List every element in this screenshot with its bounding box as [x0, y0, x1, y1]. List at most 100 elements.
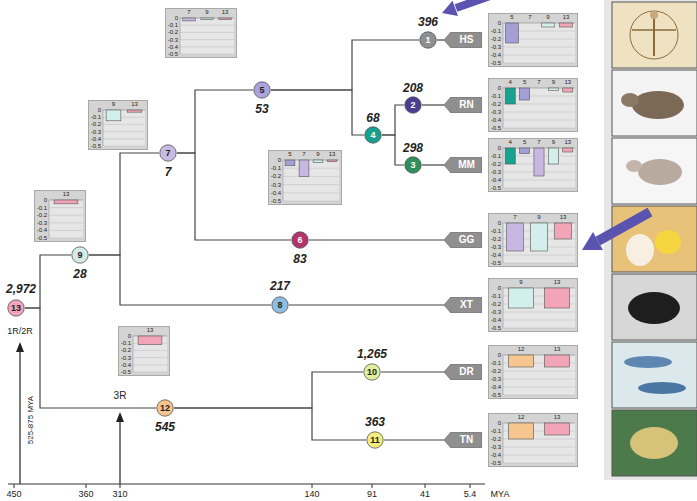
bar-label: 4 [509, 139, 512, 145]
bar-label: 5 [510, 14, 513, 20]
bar-label: 9 [552, 139, 555, 145]
axis-line [503, 355, 504, 395]
bar-label: 7 [187, 9, 190, 15]
duplication-arrow [19, 350, 20, 484]
node-number: 8 [277, 301, 282, 310]
photo-column [604, 0, 697, 480]
gridline [49, 238, 83, 239]
vitruvian-circle [630, 11, 678, 59]
species-tag [444, 297, 482, 313]
gridline [283, 168, 339, 169]
axis-label: 5.4 [464, 490, 477, 499]
species-label: HS [460, 35, 474, 45]
axis-tick [86, 484, 87, 488]
axis-tick-label: 0 [498, 20, 501, 26]
gene-count: 298 [403, 142, 423, 154]
axis-tick-label: -0.1 [168, 22, 178, 28]
panel-box [489, 139, 578, 192]
gene-count: 53 [255, 103, 268, 115]
bar [544, 288, 569, 308]
axis-tick-label: -0.5 [91, 143, 101, 149]
axis-tick-label: -0.1 [491, 93, 501, 99]
node-number: 13 [11, 304, 21, 313]
plot-area [503, 23, 575, 63]
axis-tick [470, 484, 471, 488]
bar-label: 7 [528, 14, 531, 20]
species-tag: GG [444, 232, 482, 248]
bar-label: 9 [112, 101, 115, 107]
bar-label: 7 [537, 79, 540, 85]
gridline [503, 387, 575, 388]
tree-branch [309, 239, 444, 240]
tree-branch [177, 90, 253, 153]
bar [299, 160, 309, 176]
bar [183, 18, 196, 21]
gene-count: 396 [418, 16, 438, 28]
axis-tick-label: -0.2 [168, 29, 178, 35]
chick [655, 230, 681, 254]
panel-box [489, 414, 578, 467]
axis-tick [312, 484, 313, 488]
bar-label: 9 [546, 14, 549, 20]
species-tag: XT [444, 297, 482, 313]
axis-tick-label: -0.2 [271, 173, 281, 179]
axis-line [503, 223, 504, 263]
axis-tick-label: -0.1 [491, 228, 501, 234]
axis-tick-label: -0.2 [491, 436, 501, 442]
axis-tick-label: 0 [498, 85, 501, 91]
bar-chart-panel: 4579130-0.1-0.2-0.3-0.4-0.5 [488, 138, 578, 192]
axis-tick-label: -0.1 [491, 293, 501, 299]
plot-area [503, 88, 575, 128]
axis-tick-label: -0.2 [491, 161, 501, 167]
gene-count: 7 [165, 166, 172, 178]
bar-label: 13 [554, 414, 561, 420]
pointer-arrowhead [442, 1, 458, 16]
axis-tick-label: -0.4 [121, 362, 131, 368]
axis-tick-label: -0.1 [271, 165, 281, 171]
bar [106, 110, 121, 121]
axis-line [503, 288, 504, 328]
gene-count: 363 [365, 416, 385, 428]
tree-branch [174, 372, 363, 408]
gridline [283, 176, 339, 177]
bar-chart-panel: 9130-0.1-0.2-0.3-0.4-0.5 [88, 100, 148, 150]
vitruvian-arms [632, 29, 676, 31]
plot-area [503, 423, 575, 463]
gridline [503, 395, 575, 396]
axis-label: 450 [6, 490, 21, 499]
axis-tick-label: -0.5 [37, 235, 47, 241]
duplication-arrowhead [116, 412, 124, 422]
gridline [103, 131, 145, 132]
gridline [283, 201, 339, 202]
species-tag [444, 364, 482, 380]
species-label: XT [460, 300, 473, 310]
axis-tick-label: -0.4 [491, 384, 501, 390]
species-label: MM [458, 160, 475, 170]
bar-label: 9 [205, 9, 208, 15]
bar-label: 13 [63, 191, 70, 197]
tree-branch [271, 40, 419, 90]
axis-tick-label: -0.3 [271, 182, 281, 188]
node-circle [254, 82, 270, 98]
bar [505, 88, 515, 104]
axis-line [180, 18, 181, 54]
bar [542, 23, 555, 27]
photo-mouse [612, 138, 697, 204]
gridline [180, 32, 234, 33]
photo-frog [612, 274, 697, 340]
tree-branch [382, 135, 404, 165]
duplication-arrow [119, 420, 120, 484]
bar-label: 12 [518, 346, 525, 352]
bar-chart-panel: 130-0.1-0.2-0.3-0.4-0.5 [34, 190, 86, 242]
axis-tick-label: -0.4 [168, 44, 178, 50]
axis-tick-label: -0.3 [491, 376, 501, 382]
node-circle [364, 364, 380, 380]
axis-tick-label: -0.2 [491, 368, 501, 374]
plot-area [133, 336, 167, 372]
axis-tick-label: -0.5 [271, 198, 281, 204]
species-tag: TN [444, 432, 482, 448]
node-number: 12 [160, 404, 170, 413]
axis-line [133, 336, 134, 372]
gridline [103, 124, 145, 125]
gridline [503, 371, 575, 372]
